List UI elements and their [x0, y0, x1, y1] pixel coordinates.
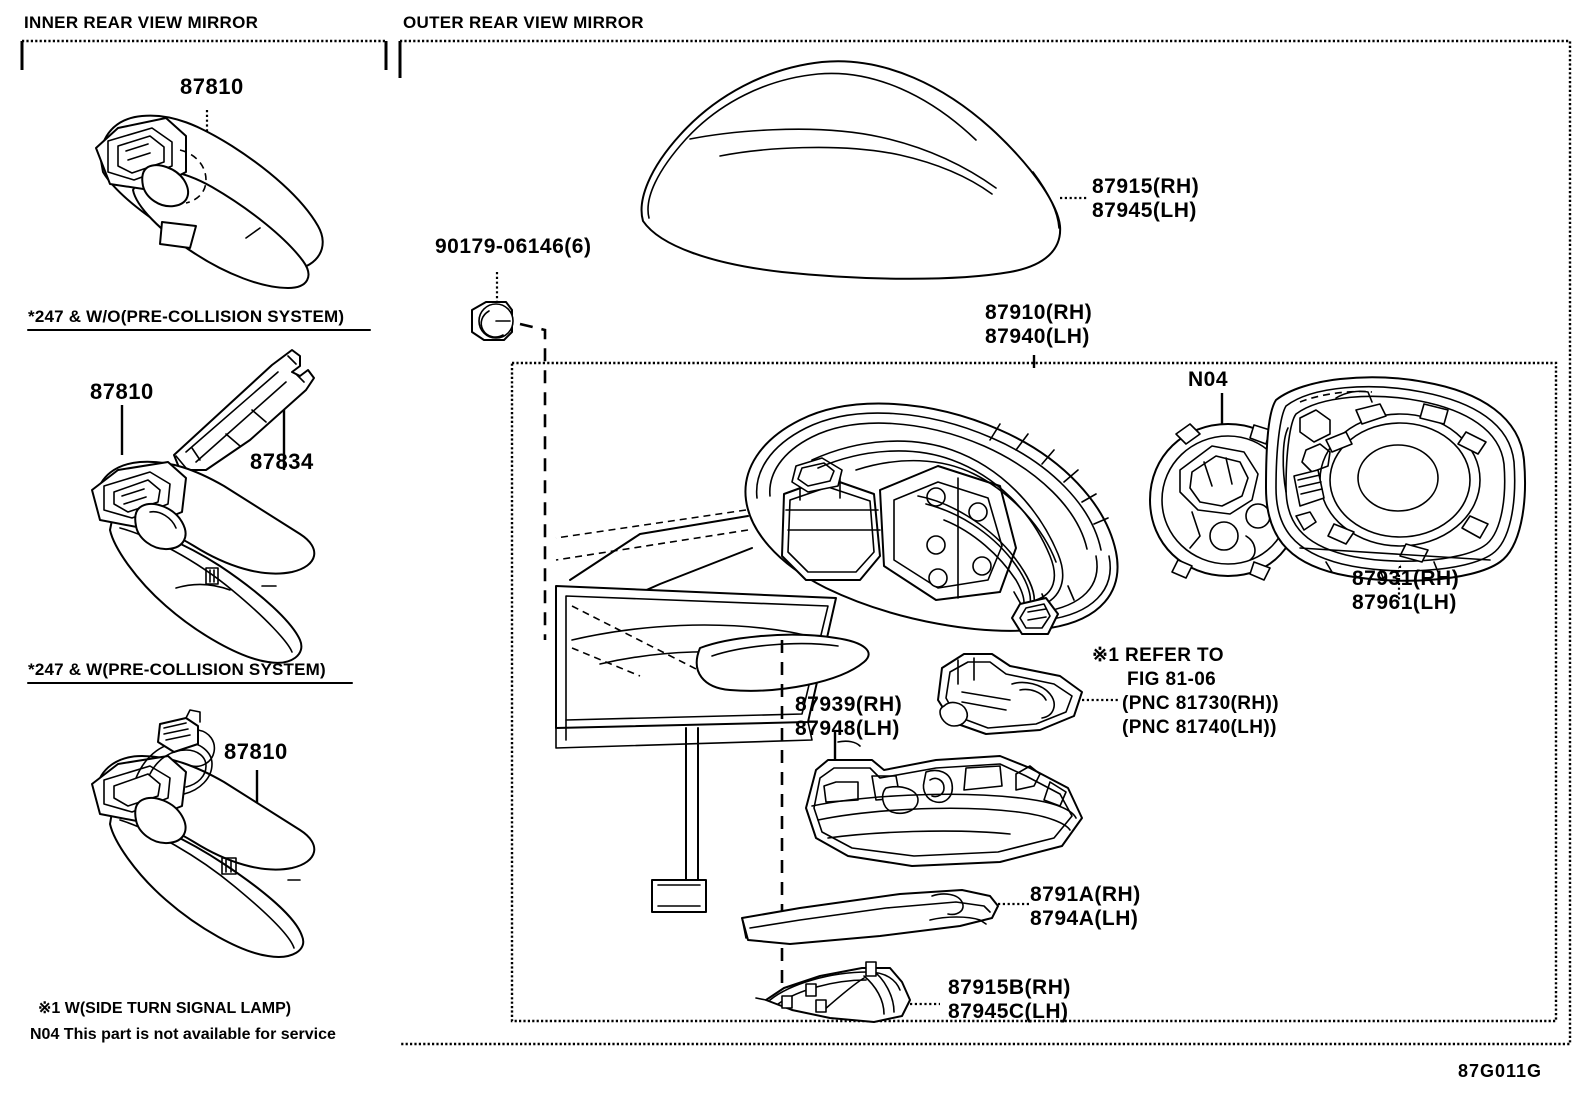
panel-title-outer: OUTER REAR VIEW MIRROR — [403, 13, 644, 32]
inner-mirror-2-drawing — [91, 349, 316, 664]
part-number-87948-lh: 87948(LH) — [795, 717, 900, 740]
mirror-molding-drawing — [741, 889, 1030, 945]
part-number-87940-lh: 87940(LH) — [985, 325, 1090, 348]
part-number-87834: 87834 — [250, 449, 314, 474]
figure-code: 87G011G — [1458, 1061, 1543, 1081]
part-number-8794A-lh: 8794A(LH) — [1030, 907, 1139, 930]
lower-cover-drawing — [755, 961, 940, 1023]
mirror-cover-drawing — [640, 60, 1088, 280]
nut-assembly-dashed-leader — [519, 322, 547, 640]
part-number-8791A-rh: 8791A(RH) — [1030, 883, 1141, 906]
part-number-87915-rh: 87915(RH) — [1092, 175, 1200, 198]
reference-note-line-1: ※1 REFER TO — [1092, 645, 1224, 666]
subheading-with-pre-collision: *247 & W(PRE-COLLISION SYSTEM) — [28, 660, 326, 679]
part-number-87939-rh: 87939(RH) — [795, 693, 903, 716]
part-number-87961-lh: 87961(LH) — [1352, 591, 1457, 614]
inner-mirror-3-drawing — [91, 709, 316, 958]
mirror-assembly-drawing — [555, 355, 1119, 1000]
part-number-87910-rh: 87910(RH) — [985, 301, 1093, 324]
footnote-side-turn-signal: ※1 W(SIDE TURN SIGNAL LAMP) — [38, 1000, 292, 1017]
outer-subframe — [510, 361, 1558, 1023]
turn-signal-lamp-drawing — [937, 653, 1120, 735]
inner-mirror-1-drawing — [95, 110, 324, 289]
part-number-nut-90179: 90179-06146(6) — [435, 235, 592, 258]
part-number-87931-rh: 87931(RH) — [1352, 567, 1460, 590]
part-number-87810-mid: 87810 — [90, 379, 154, 404]
inner-panel-frame — [20, 39, 388, 70]
mirror-housing-drawing — [1265, 376, 1526, 600]
outer-panel-frame — [398, 39, 1572, 1046]
reference-note-line-4: (PNC 81740(LH)) — [1122, 717, 1277, 738]
part-number-87945C-lh: 87945C(LH) — [948, 1000, 1069, 1023]
reference-note-line-3: (PNC 81730(RH)) — [1122, 693, 1279, 714]
footnote-n04: N04 This part is not available for servi… — [30, 1026, 336, 1043]
subheading-without-pre-collision: *247 & W/O(PRE-COLLISION SYSTEM) — [28, 307, 345, 326]
reference-note-line-2: FIG 81-06 — [1127, 669, 1217, 690]
part-number-87810-top: 87810 — [180, 74, 244, 99]
part-number-87945-lh: 87945(LH) — [1092, 199, 1197, 222]
panel-title-inner: INNER REAR VIEW MIRROR — [24, 13, 259, 32]
part-number-87810-bottom: 87810 — [224, 739, 288, 764]
part-number-87915B-rh: 87915B(RH) — [948, 976, 1071, 999]
label-n04: N04 — [1188, 368, 1229, 391]
nut-drawing — [471, 272, 547, 640]
lower-bracket-drawing — [805, 730, 1083, 867]
